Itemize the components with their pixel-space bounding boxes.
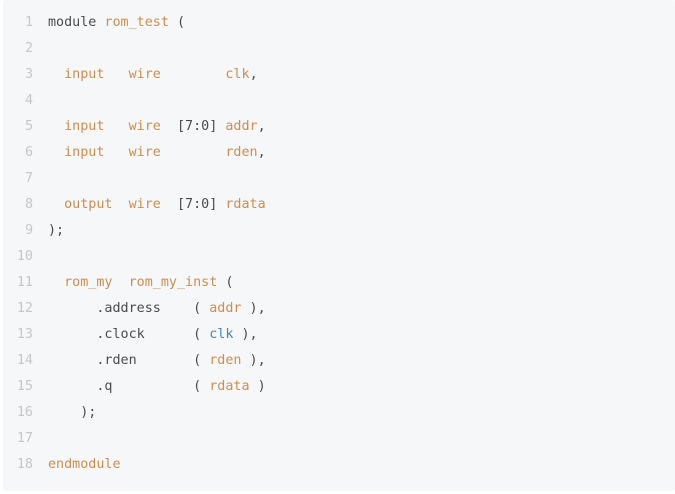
code-text: rom_my rom_my_inst ( bbox=[48, 270, 233, 296]
code-line: 5 input wire [7:0] addr, bbox=[3, 114, 675, 140]
line-number: 5 bbox=[24, 119, 33, 134]
code-text: input wire clk, bbox=[48, 62, 258, 88]
line-number: 7 bbox=[24, 171, 33, 186]
code-token: .address ( bbox=[48, 301, 210, 316]
code-line: 15 .q ( rdata ) bbox=[3, 374, 675, 400]
code-line: 2 bbox=[3, 36, 675, 62]
code-token: ), bbox=[233, 327, 258, 342]
line-number: 14 bbox=[16, 353, 33, 368]
line-number: 17 bbox=[16, 431, 33, 446]
line-number: 15 bbox=[16, 379, 33, 394]
line-number: 10 bbox=[16, 249, 33, 264]
code-token: ( bbox=[168, 15, 186, 30]
code-text: output wire [7:0] rdata bbox=[48, 192, 266, 218]
code-text: .q ( rdata ) bbox=[48, 374, 266, 400]
code-text: ); bbox=[48, 400, 96, 426]
code-token: ); bbox=[48, 223, 65, 238]
code-token: ) bbox=[249, 379, 266, 394]
code-text: .rden ( rden ), bbox=[48, 348, 266, 374]
code-line: 13 .clock ( clk ), bbox=[3, 322, 675, 348]
line-number: 13 bbox=[16, 327, 33, 342]
code-line: 4 bbox=[3, 88, 675, 114]
code-line: 16 ); bbox=[3, 400, 675, 426]
line-number: 2 bbox=[24, 41, 33, 56]
line-number: 6 bbox=[24, 145, 33, 160]
code-token: , bbox=[257, 145, 266, 160]
code-line: 12 .address ( addr ), bbox=[3, 296, 675, 322]
code-text: .clock ( clk ), bbox=[48, 322, 258, 348]
code-text: endmodule bbox=[48, 452, 121, 478]
code-line: 9); bbox=[3, 218, 675, 244]
code-token: clk bbox=[225, 67, 250, 82]
code-token: input wire bbox=[48, 67, 226, 82]
code-line: 14 .rden ( rden ), bbox=[3, 348, 675, 374]
code-token: endmodule bbox=[48, 457, 121, 472]
code-token: rden bbox=[225, 145, 258, 160]
line-number: 9 bbox=[24, 223, 33, 238]
code-text: .address ( addr ), bbox=[48, 296, 266, 322]
code-token: [7:0] bbox=[177, 119, 226, 134]
code-line: 8 output wire [7:0] rdata bbox=[3, 192, 675, 218]
code-token: addr bbox=[225, 119, 258, 134]
code-line: 10 bbox=[3, 244, 675, 270]
line-number: 1 bbox=[24, 15, 33, 30]
code-line: 18 endmodule bbox=[3, 452, 675, 478]
line-number: 3 bbox=[24, 67, 33, 82]
code-token: ( bbox=[217, 275, 234, 290]
code-token: rom_test bbox=[104, 15, 169, 30]
line-number: 4 bbox=[24, 93, 33, 108]
code-token: clk bbox=[209, 327, 234, 342]
code-text: input wire rden, bbox=[48, 140, 266, 166]
code-line: 1 module rom_test ( bbox=[3, 10, 675, 36]
line-number: 16 bbox=[16, 405, 33, 420]
line-number: 12 bbox=[16, 301, 33, 316]
code-token: rdata bbox=[225, 197, 266, 212]
code-token: ); bbox=[48, 405, 97, 420]
code-token: input wire bbox=[48, 145, 226, 160]
code-token: rom_my rom_my_inst bbox=[48, 275, 218, 290]
code-token: , bbox=[257, 119, 266, 134]
code-token: module bbox=[48, 15, 105, 30]
code-token: .rden ( bbox=[48, 353, 210, 368]
code-line: 17 bbox=[3, 426, 675, 452]
code-token: input wire bbox=[48, 119, 177, 134]
code-token: .clock ( bbox=[48, 327, 210, 342]
code-text: input wire [7:0] addr, bbox=[48, 114, 266, 140]
code-line: 3 input wire clk, bbox=[3, 62, 675, 88]
code-text: ); bbox=[48, 218, 64, 244]
code-token: output wire bbox=[48, 197, 177, 212]
code-token: , bbox=[249, 67, 258, 82]
code-token: .q ( bbox=[48, 379, 210, 394]
line-number: 8 bbox=[24, 197, 33, 212]
code-token: addr bbox=[209, 301, 242, 316]
code-line: 11 rom_my rom_my_inst ( bbox=[3, 270, 675, 296]
code-token: rden bbox=[209, 353, 242, 368]
line-number: 18 bbox=[16, 457, 33, 472]
line-number: 11 bbox=[16, 275, 33, 290]
code-token: [7:0] bbox=[177, 197, 226, 212]
code-line: 6 input wire rden, bbox=[3, 140, 675, 166]
code-text: module rom_test ( bbox=[48, 10, 185, 36]
code-token: rdata bbox=[209, 379, 250, 394]
code-token: ), bbox=[241, 353, 266, 368]
code-line: 7 bbox=[3, 166, 675, 192]
code-token: ), bbox=[241, 301, 266, 316]
